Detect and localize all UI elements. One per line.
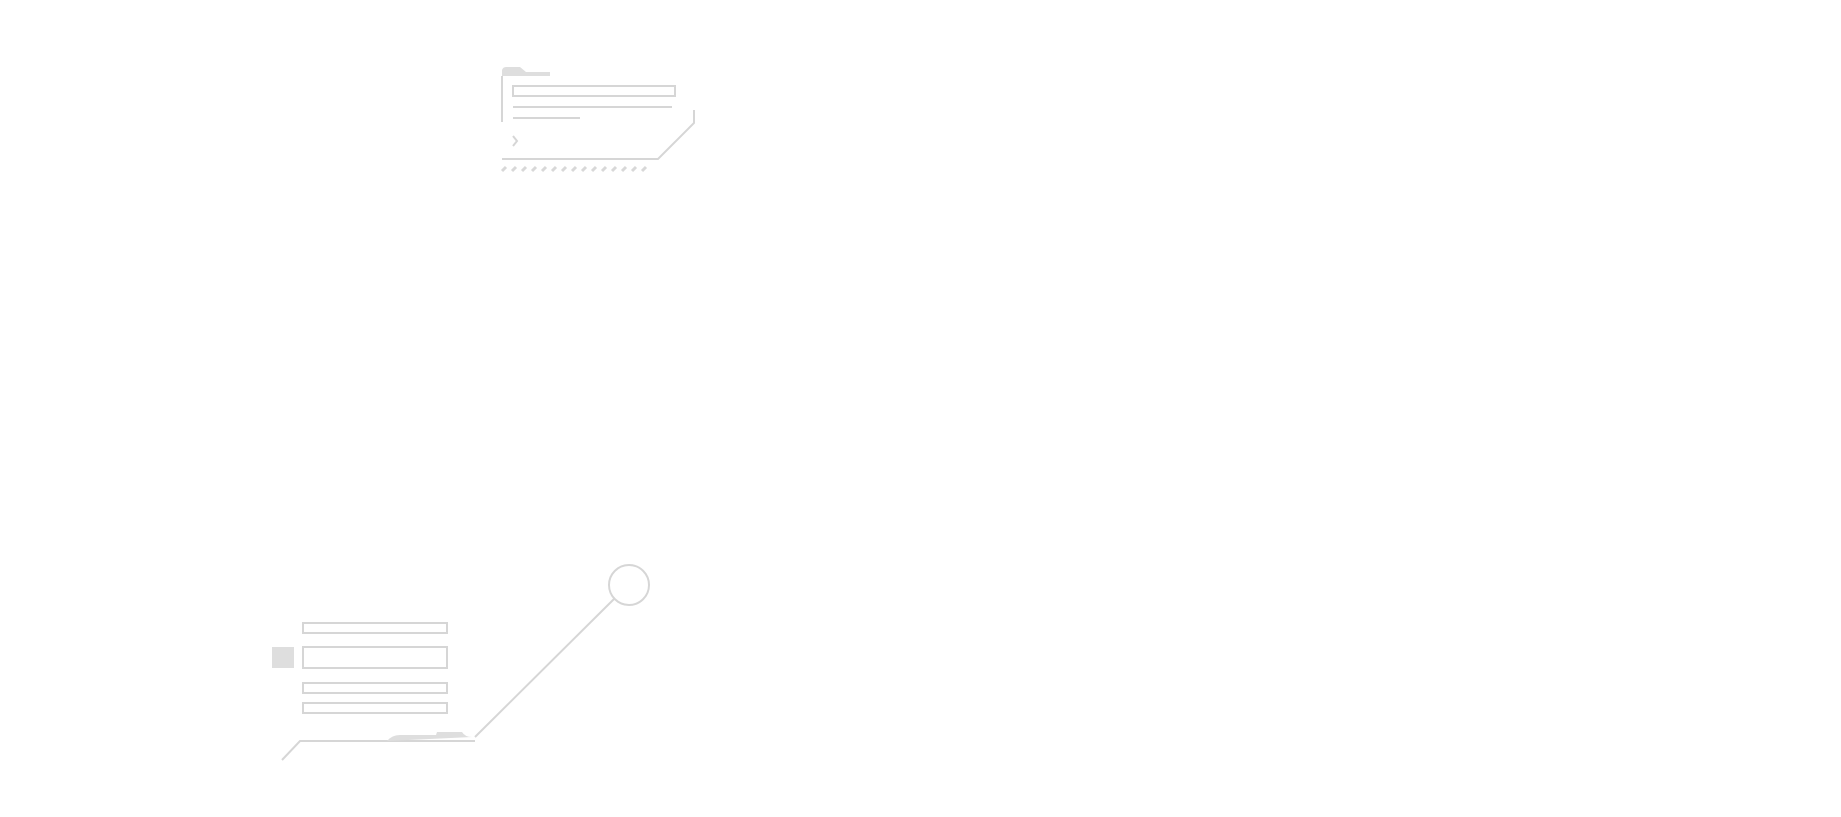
form-avatar-block bbox=[272, 647, 294, 668]
folder-bottom-edge bbox=[502, 110, 695, 160]
form-tab-shape bbox=[387, 732, 472, 741]
chevron-right-icon bbox=[512, 135, 519, 147]
folder-illustration bbox=[500, 67, 695, 173]
connector-line bbox=[474, 598, 615, 738]
hatch-pattern bbox=[500, 165, 648, 173]
form-field-2 bbox=[302, 646, 448, 669]
form-baseline bbox=[281, 740, 475, 761]
folder-field-1 bbox=[512, 85, 676, 97]
form-field-1 bbox=[302, 622, 448, 634]
connector-node-icon bbox=[608, 564, 650, 606]
form-field-4 bbox=[302, 702, 448, 714]
form-connector-illustration bbox=[272, 564, 650, 761]
folder-tab-icon bbox=[502, 67, 550, 76]
form-field-3 bbox=[302, 682, 448, 694]
